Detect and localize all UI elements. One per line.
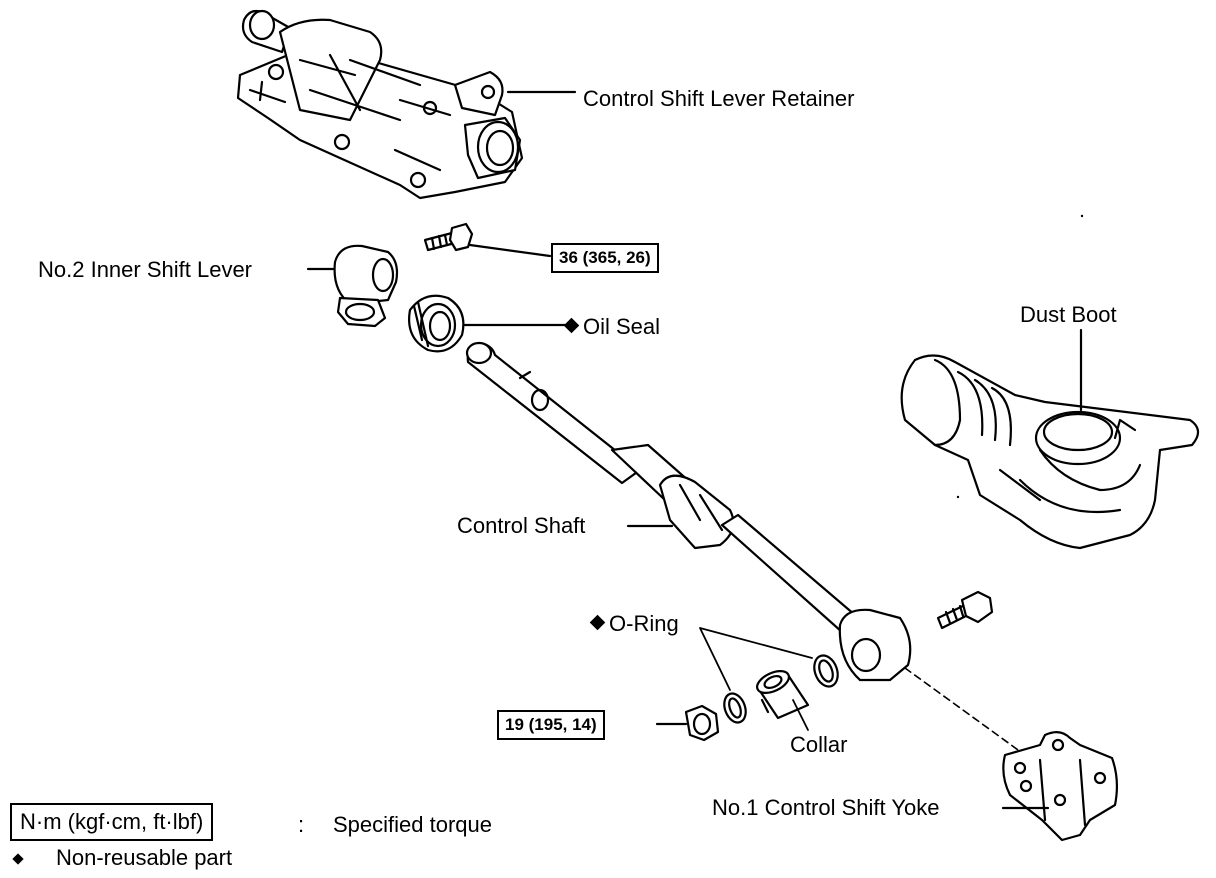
retainer-label: Control Shift Lever Retainer: [583, 86, 855, 111]
collar-part: [756, 670, 810, 720]
collar-leader-line: [792, 699, 809, 731]
legend-non-reusable-text: Non-reusable part: [56, 845, 233, 870]
non-reusable-diamond-icon: [12, 853, 24, 865]
collar-label: Collar: [790, 732, 848, 757]
oil-seal-part: [408, 294, 465, 353]
o-ring-leader-line: [699, 627, 813, 691]
control-shaft-part: [465, 341, 912, 682]
legend-torque-unit-box: N·m (kgf·cm, ft·lbf): [10, 803, 214, 842]
shift-yoke-part: [1002, 731, 1119, 842]
yoke-guide-line: [904, 667, 1026, 756]
non-reusable-diamond-icon: [563, 317, 580, 334]
upper-torque-box: 36 (365, 26): [551, 243, 659, 274]
legend-colon: :: [298, 812, 305, 837]
o-ring-part: [723, 654, 839, 724]
shift-yoke-label: No.1 Control Shift Yoke: [712, 795, 940, 820]
o-ring-text: O-Ring: [609, 611, 679, 636]
inner-shift-lever-label: No.2 Inner Shift Lever: [38, 257, 253, 282]
lower-nut-part: [684, 704, 720, 742]
dust-boot-part: [900, 354, 1200, 550]
upper-bolt-part: [423, 222, 474, 252]
oil-seal-label: Oil Seal: [563, 314, 661, 339]
legend-non-reusable: Non-reusable part: [12, 845, 233, 870]
inner-shift-lever-part: [333, 244, 399, 328]
dust-boot-label: Dust Boot: [1020, 302, 1117, 327]
o-ring-label: O-Ring: [589, 611, 679, 636]
oil-seal-text: Oil Seal: [583, 314, 661, 339]
right-bolt-part: [936, 590, 994, 630]
lower-torque-box: 19 (195, 14): [497, 710, 605, 741]
retainer-part: [236, 9, 524, 200]
control-shaft-label: Control Shaft: [457, 513, 586, 538]
upper-torque-leader-line: [468, 243, 552, 258]
non-reusable-diamond-icon: [589, 614, 606, 631]
legend-torque-description: Specified torque: [333, 812, 492, 837]
